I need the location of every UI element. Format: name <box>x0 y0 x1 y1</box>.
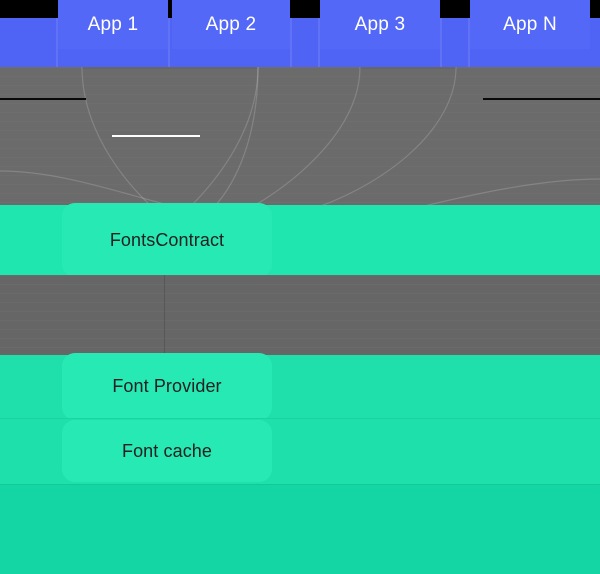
provider-base-area <box>0 484 600 574</box>
grey-texture <box>0 275 600 355</box>
grey-vertical-divider <box>164 275 165 353</box>
app-node-label: App 1 <box>87 13 139 35</box>
grey-region-lower <box>0 275 600 355</box>
app-node-label: App N <box>503 13 557 35</box>
app-node-2[interactable]: App 2 <box>172 0 290 49</box>
app-chip-edge <box>290 18 292 67</box>
node-fontscontract[interactable]: FontsContract <box>62 203 272 277</box>
connector-arcs <box>0 67 600 207</box>
app-chip-edge <box>440 18 442 67</box>
node-label: Font Provider <box>112 376 222 396</box>
app-chip-edge <box>468 18 470 67</box>
node-font-provider[interactable]: Font Provider <box>62 353 272 420</box>
node-label: Font cache <box>121 440 213 461</box>
app-node-label: App 2 <box>205 13 257 35</box>
app-node-3[interactable]: App 3 <box>320 0 440 49</box>
app-node-label: App 3 <box>354 13 406 35</box>
app-chip-edge <box>318 18 320 67</box>
app-chip-edge <box>56 18 58 67</box>
app-node-1[interactable]: App 1 <box>58 0 168 49</box>
app-chip-edge <box>168 18 170 67</box>
band-seam <box>0 484 600 485</box>
node-label: FontsContract <box>109 229 225 250</box>
app-node-n[interactable]: App N <box>470 0 590 49</box>
rule-black-left <box>0 98 86 100</box>
band-seam <box>0 418 600 419</box>
rule-white-middle <box>112 135 200 137</box>
node-font-cache[interactable]: Font cache <box>62 420 272 482</box>
rule-black-right <box>483 98 600 100</box>
